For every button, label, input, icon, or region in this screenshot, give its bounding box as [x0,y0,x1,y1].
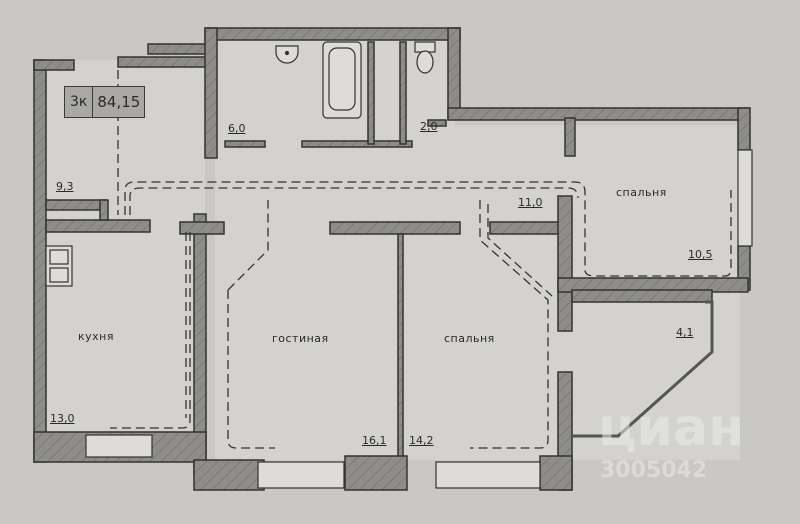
room-label-bedroom-1: спальня [444,332,495,345]
total-area: 84,15 [97,93,141,111]
room-count: 3к [65,87,94,117]
room-label-kitchen: кухня [78,330,114,343]
balcony-outline [572,300,714,438]
fixtures [45,41,436,287]
dashed-lines [110,70,732,449]
apartment-summary-badge: 3к 84,15 [64,86,146,118]
watermark-brand: циан [598,398,744,458]
area-wc: 2,0 [420,120,438,133]
area-bedroom-1: 14,2 [409,434,434,447]
floor-area [45,40,740,460]
area-hall: 11,0 [518,196,543,209]
area-entry: 9,3 [56,180,74,193]
toilet-icon [416,50,434,74]
area-living: 16,1 [362,434,387,447]
room-label-bedroom-2: спальня [616,186,667,199]
room-label-living: гостиная [272,332,329,345]
area-kitchen: 13,0 [50,412,75,425]
watermark-id: 3005042 [600,458,708,483]
windows [85,149,753,489]
area-bathroom: 6,0 [228,122,246,135]
area-balcony: 4,1 [676,326,694,339]
area-bedroom-2: 10,5 [688,248,713,261]
